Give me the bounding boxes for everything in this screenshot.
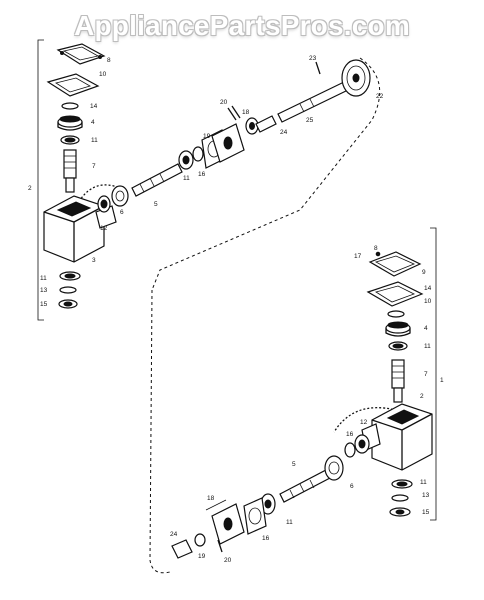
- callout: 11: [424, 343, 431, 350]
- lower-washer-b: [391, 494, 409, 502]
- upper-washer: [61, 102, 79, 110]
- callout: 4: [91, 119, 95, 126]
- callout: 22: [376, 93, 384, 100]
- callout: 14: [90, 103, 98, 110]
- callout: 17: [354, 253, 362, 260]
- callout: 10: [99, 71, 107, 78]
- callout: 16: [346, 431, 354, 438]
- callout: 1: [440, 377, 444, 384]
- callout: 23: [309, 55, 317, 62]
- upper-shaft-collar: [192, 146, 204, 162]
- callout: 15: [422, 509, 430, 516]
- callout: 8: [107, 57, 111, 64]
- upper-long-shaft: [277, 81, 349, 123]
- upper-spindle: [63, 149, 77, 193]
- callout: 10: [424, 298, 432, 305]
- callout: 11: [420, 479, 427, 486]
- callout: 16: [262, 535, 270, 542]
- callout: 2: [420, 393, 424, 400]
- callout: 9: [422, 269, 426, 276]
- callout: 6: [350, 483, 354, 490]
- upper-cover-plate: [56, 43, 106, 65]
- callout: 12: [360, 419, 368, 426]
- upper-coupling: [255, 115, 277, 133]
- callout: 11: [40, 275, 47, 282]
- lower-gear-housing: [361, 403, 433, 471]
- lower-block-bracket: [205, 499, 227, 511]
- lower-bearing-plate: [243, 497, 267, 535]
- callout: 5: [154, 201, 158, 208]
- callout: 3: [92, 257, 96, 264]
- callout: 4: [424, 325, 428, 332]
- upper-gasket: [46, 73, 100, 97]
- callout: 12: [100, 225, 108, 232]
- upper-washer-b: [59, 286, 77, 294]
- upper-pin: [315, 61, 321, 75]
- watermark: AppliancePartsPros.com: [74, 10, 410, 41]
- callout: 7: [92, 163, 96, 170]
- upper-flange: [111, 185, 129, 207]
- callout: 20: [224, 557, 232, 564]
- lower-drive-shaft: [279, 469, 331, 503]
- callout: 16: [198, 171, 206, 178]
- lower-collar: [344, 442, 356, 458]
- lower-shaft-block: [211, 503, 245, 545]
- callout: 19: [198, 553, 206, 560]
- lower-bracket-line: [430, 227, 437, 521]
- upper-bracket-line: [37, 39, 44, 321]
- lower-washer: [387, 310, 405, 318]
- callout: 25: [306, 117, 314, 124]
- callout: 14: [424, 285, 432, 292]
- callout: 5: [292, 461, 296, 468]
- lower-spindle: [391, 359, 405, 403]
- callout: 11: [183, 175, 190, 182]
- lower-pinion-gear: [385, 321, 411, 337]
- callout: 18: [242, 109, 250, 116]
- callout: 15: [40, 301, 48, 308]
- callout: 13: [422, 492, 430, 499]
- upper-drive-shaft: [131, 163, 183, 197]
- lower-collar-b: [194, 533, 206, 547]
- upper-pinion-gear: [57, 115, 83, 131]
- callout: 11: [91, 137, 98, 144]
- callout: 8: [374, 245, 378, 252]
- lower-coupling: [171, 539, 193, 559]
- callout: 2: [28, 185, 32, 192]
- callout: 24: [280, 129, 288, 136]
- callout: 13: [40, 287, 48, 294]
- callout: 19: [203, 133, 211, 140]
- callout: 6: [120, 209, 124, 216]
- lower-screw: [217, 539, 223, 553]
- upper-pulley: [341, 59, 371, 97]
- center-line-lower: [149, 289, 171, 574]
- callout: 7: [424, 371, 428, 378]
- lower-gasket: [366, 281, 424, 307]
- lower-flange: [324, 455, 344, 481]
- callout: 11: [286, 519, 293, 526]
- callouts-lower: 17 8 9 14 10 4 11 1 7 2 16 12 5 6 11 13 …: [170, 245, 444, 564]
- callout: 20: [220, 99, 228, 106]
- callouts-upper: 8 10 14 4 11 7 2 6 12 3 11 13 15 5 11 16…: [28, 55, 384, 308]
- center-line-upper: [151, 57, 381, 291]
- callout: 24: [170, 531, 178, 538]
- lower-cover-plate: [368, 251, 422, 277]
- upper-screw: [227, 107, 237, 121]
- upper-shaft-block: [211, 123, 245, 163]
- callout: 18: [207, 495, 215, 502]
